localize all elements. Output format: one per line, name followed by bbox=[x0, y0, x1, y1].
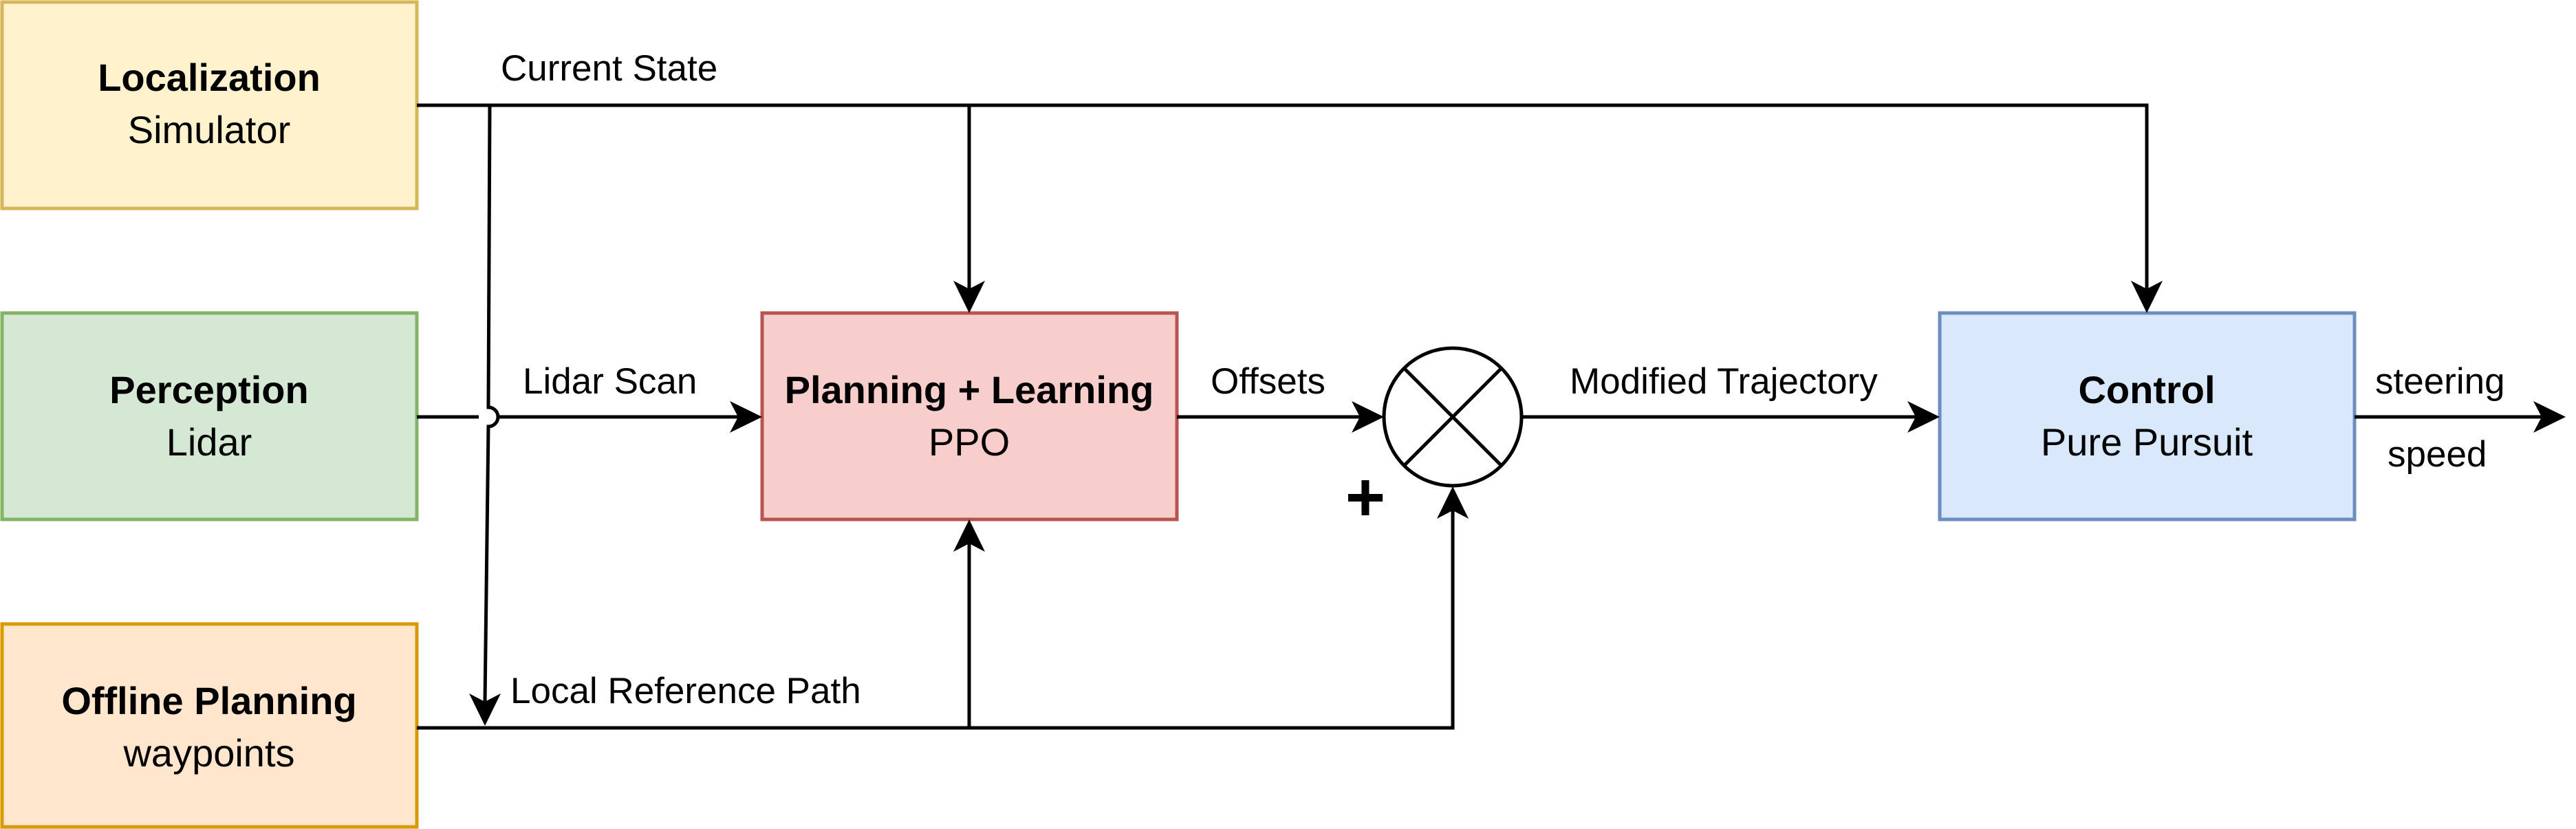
modified-trajectory-connector bbox=[1522, 401, 1940, 433]
current-state-label: Current State bbox=[501, 48, 717, 89]
offline-planning-title: Offline Planning bbox=[61, 679, 356, 722]
localization-block[interactable]: Localization Simulator bbox=[0, 0, 419, 211]
perception-block[interactable]: Perception Lidar bbox=[0, 311, 419, 521]
current-state-connector bbox=[417, 103, 2163, 313]
state-to-reference-bus bbox=[469, 105, 501, 726]
planning-learning-block[interactable]: Planning + Learning PPO bbox=[760, 311, 1179, 521]
lidar-scan-connector bbox=[417, 401, 762, 433]
local-reference-path-label: Local Reference Path bbox=[510, 671, 861, 711]
perception-subtitle: Lidar bbox=[166, 420, 252, 464]
offsets-label: Offsets bbox=[1211, 361, 1325, 402]
control-title: Control bbox=[2078, 368, 2215, 411]
steering-label: steering bbox=[2375, 361, 2505, 402]
perception-title: Perception bbox=[109, 368, 308, 411]
speed-label: speed bbox=[2388, 434, 2487, 475]
offsets-connector bbox=[1177, 401, 1384, 433]
local-reference-path-connector bbox=[417, 486, 1469, 730]
planning-learning-title: Planning + Learning bbox=[785, 368, 1154, 411]
control-block[interactable]: Control Pure Pursuit bbox=[1938, 311, 2357, 521]
plus-sign: + bbox=[1345, 459, 1385, 536]
localization-subtitle: Simulator bbox=[128, 108, 291, 151]
offline-planning-subtitle: waypoints bbox=[122, 731, 294, 775]
lidar-scan-label: Lidar Scan bbox=[523, 361, 697, 402]
planning-learning-subtitle: PPO bbox=[929, 420, 1010, 464]
control-subtitle: Pure Pursuit bbox=[2041, 420, 2253, 464]
offline-planning-block[interactable]: Offline Planning waypoints bbox=[0, 622, 419, 829]
localization-title: Localization bbox=[98, 56, 321, 99]
output-connector bbox=[2355, 401, 2566, 433]
modified-trajectory-label: Modified Trajectory bbox=[1570, 361, 1878, 402]
summing-junction bbox=[1382, 346, 1524, 488]
